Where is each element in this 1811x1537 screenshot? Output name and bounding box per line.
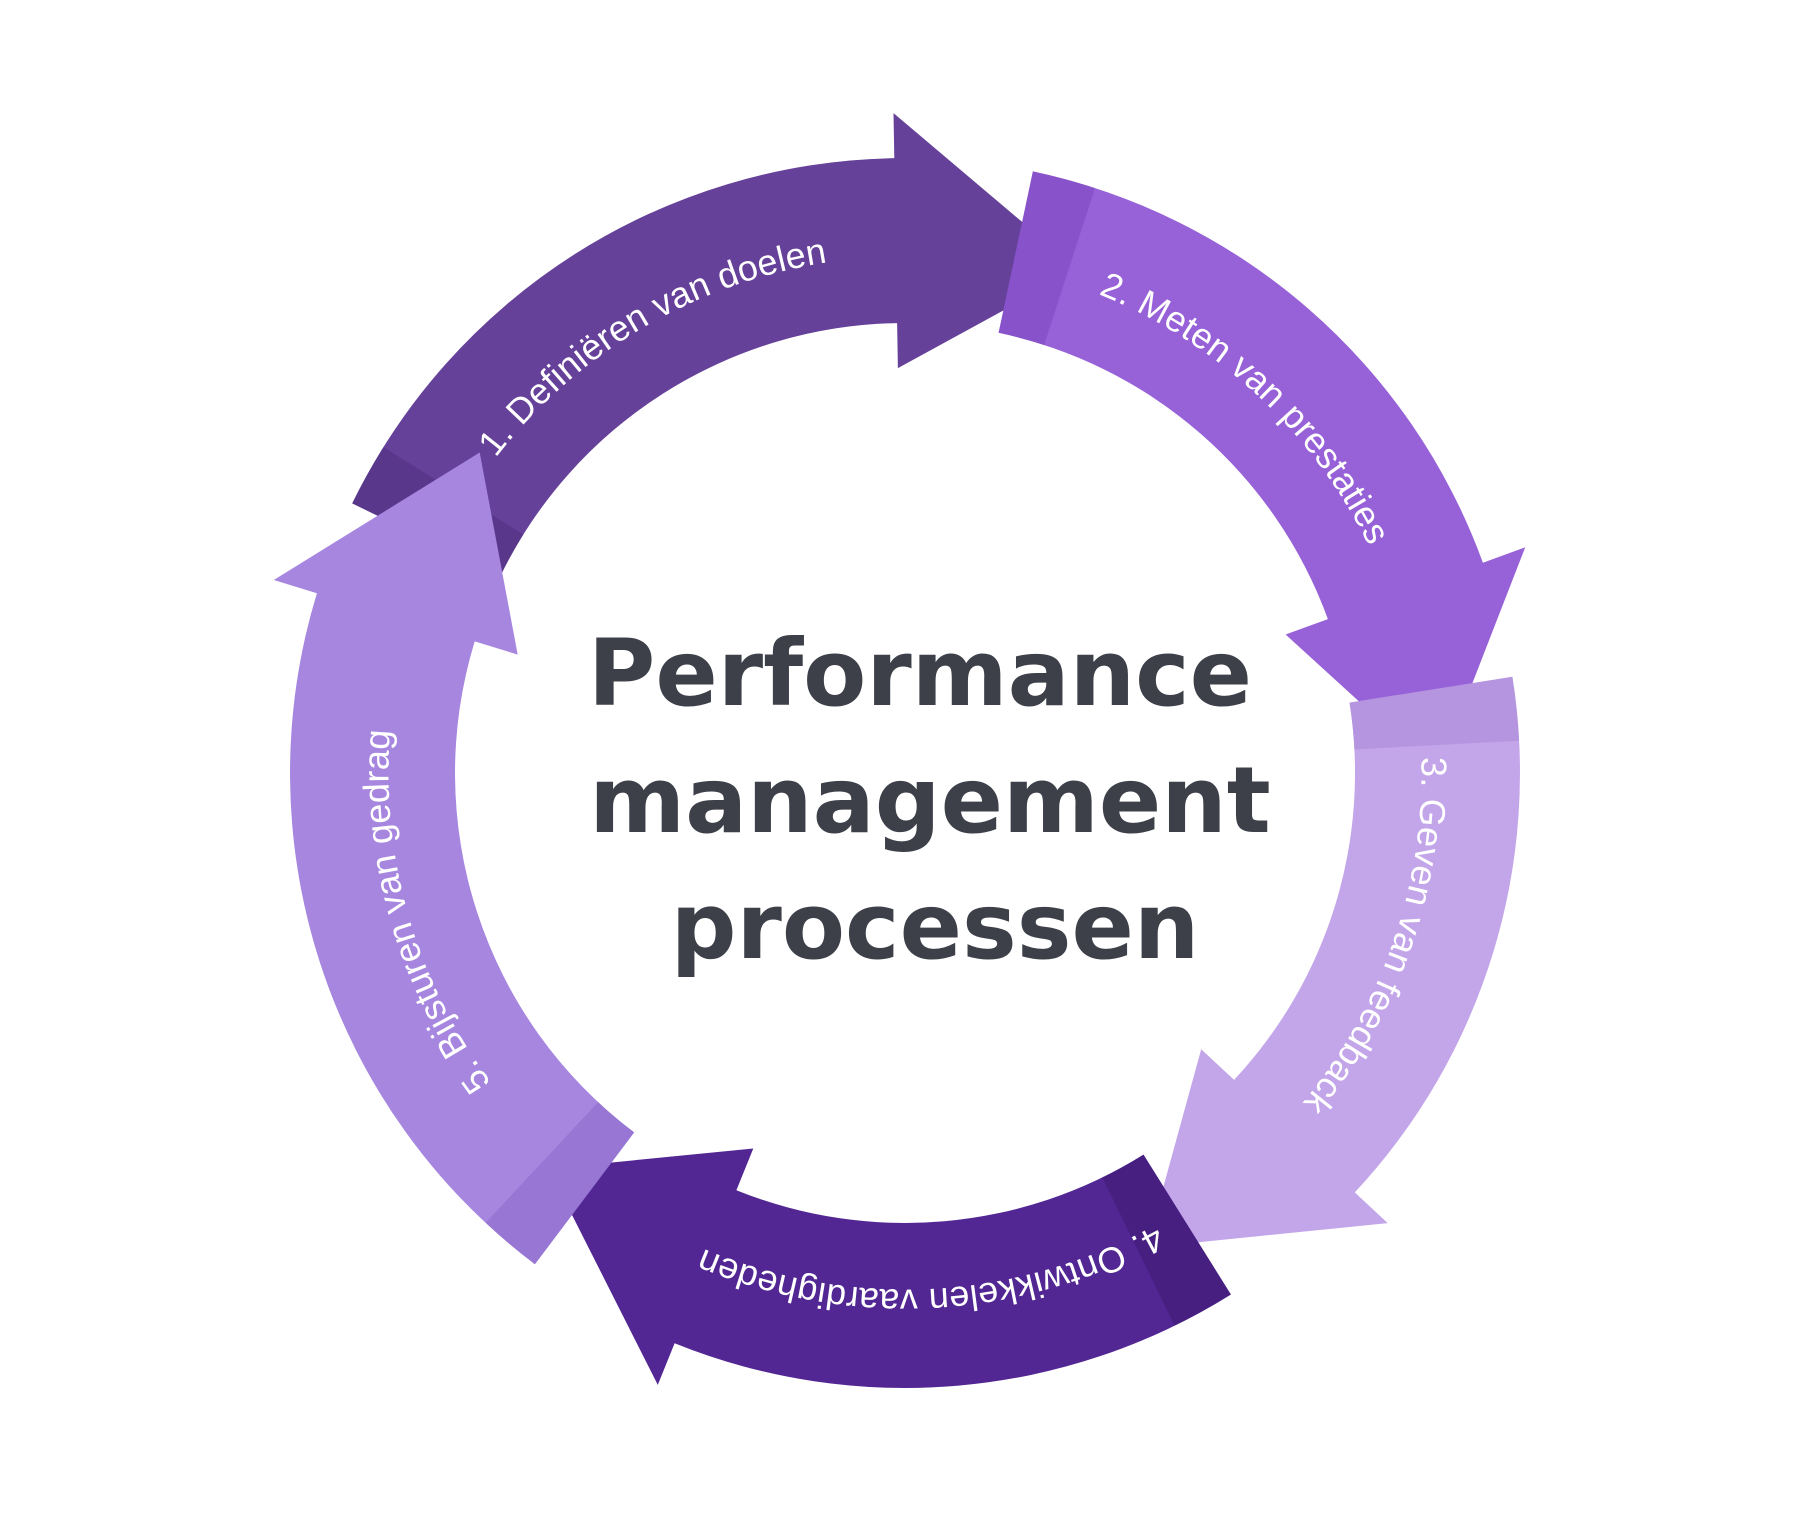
arrow-fold-shade-2 (998, 171, 1095, 345)
cycle-step-3-arrow (1146, 676, 1520, 1248)
arrow-body-5 (273, 452, 635, 1265)
title-line-2: management (589, 747, 1271, 854)
title-line-3: processen (671, 873, 1200, 980)
title-line-1: Performance (588, 620, 1252, 727)
arrow-body-3 (1146, 676, 1520, 1248)
cycle-step-5-arrow (273, 452, 635, 1265)
cycle-step-2-arrow (998, 171, 1526, 773)
arrow-body-4 (548, 1148, 1231, 1388)
arrow-fold-shade-4 (1102, 1154, 1231, 1326)
center-title: Performance management processen (588, 620, 1271, 980)
arrow-fold-shade-3 (1349, 676, 1520, 750)
arrow-fold-shade-5 (485, 1102, 635, 1265)
arrow-body-2 (998, 171, 1526, 773)
cycle-step-4-arrow (548, 1148, 1231, 1388)
cycle-arrows (273, 113, 1526, 1388)
arrow-body-1 (352, 113, 1079, 576)
